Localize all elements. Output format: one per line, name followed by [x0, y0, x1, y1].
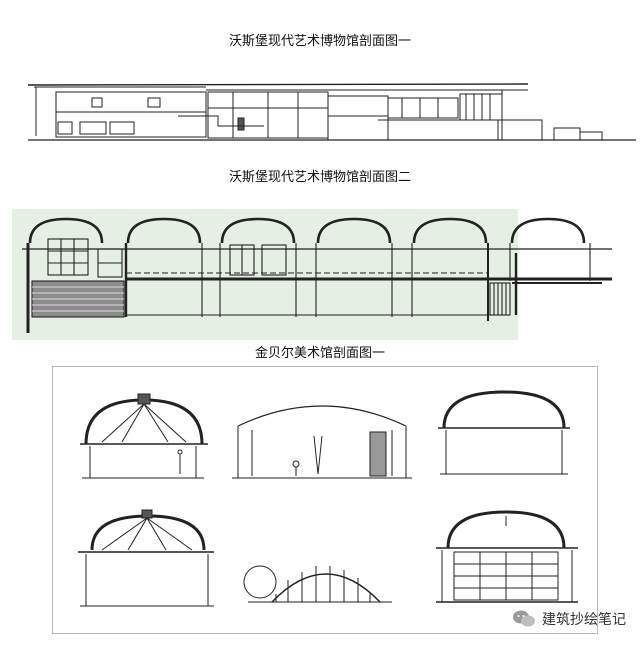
kimbell-vault-detail-4 [436, 510, 578, 603]
wechat-icon [513, 610, 535, 627]
fort-worth-section-1-drawing [28, 76, 638, 152]
kimbell-sections-drawing [52, 366, 598, 634]
caption-fort-worth-section-2: 沃斯堡现代艺术博物馆剖面图二 [228, 170, 411, 185]
kimbell-vault-detail-1 [80, 393, 208, 479]
kimbell-vault-detail-2 [438, 390, 570, 475]
watermark-text: 建筑抄绘笔记 [542, 612, 626, 628]
kimbell-vault-detail-3 [78, 509, 214, 607]
caption-kimbell-section: 金贝尔美术馆剖面图一 [254, 346, 385, 361]
kimbell-interior-perspective [232, 405, 412, 479]
kimbell-dome-sketch [243, 565, 392, 603]
watermark: 建筑抄绘笔记 [512, 609, 626, 629]
fort-worth-section-2-drawing [12, 209, 624, 340]
caption-fort-worth-section-1: 沃斯堡现代艺术博物馆剖面图一 [228, 34, 411, 49]
